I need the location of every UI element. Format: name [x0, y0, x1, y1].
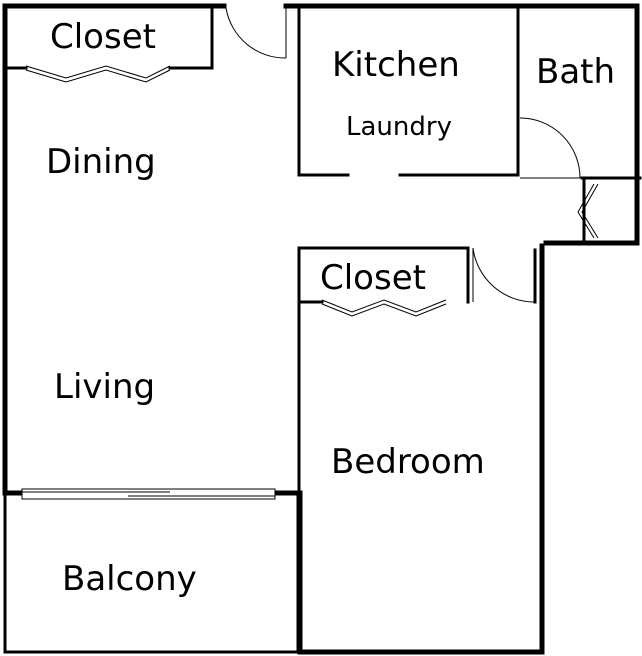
bath-door: [519, 117, 642, 180]
kitchen-walls: [297, 4, 520, 177]
closet-bedroom-label: Closet: [320, 258, 426, 298]
bedroom-door: [472, 247, 537, 304]
bath-label: Bath: [536, 52, 616, 92]
entry-door: [225, 7, 287, 59]
laundry-label: Laundry: [346, 112, 452, 142]
closet-top-label: Closet: [50, 17, 156, 57]
hall-closet-door: [577, 178, 599, 244]
balcony-sliding-door: [21, 488, 276, 500]
balcony-label: Balcony: [62, 559, 197, 599]
bedroom-label: Bedroom: [331, 442, 485, 482]
kitchen-label: Kitchen: [332, 45, 460, 85]
top-closet-walls: [6, 4, 214, 83]
balcony-outline: [3, 491, 300, 654]
exterior-walls: [2, 3, 640, 655]
bedroom-walls: [297, 246, 470, 495]
dining-label: Dining: [46, 142, 156, 182]
living-label: Living: [54, 367, 156, 407]
